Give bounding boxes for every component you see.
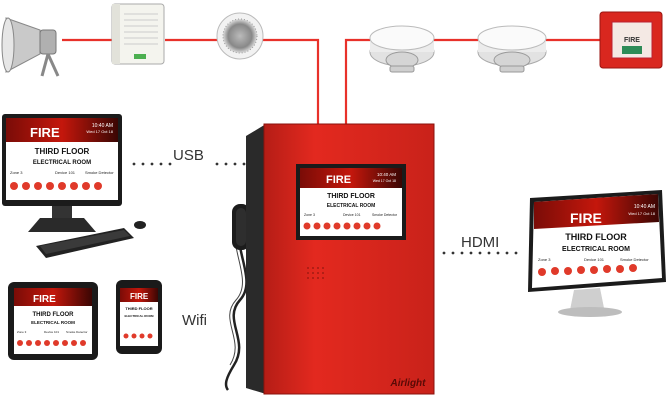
heat-detector-icon (477, 25, 547, 73)
desktop-screen-time: 10:40 AM (92, 123, 113, 129)
hdmi-dots (442, 251, 518, 255)
desktop-screen-date: Wed 17 Oct 18 (86, 129, 113, 134)
monitor-screen-zone: Zone 3 (538, 257, 551, 262)
panel-screen-room: ELECTRICAL ROOM (327, 203, 376, 209)
panel-brand: Airlight (390, 378, 427, 389)
keyboard-icon (36, 228, 134, 258)
monitor-screen-time: 10:40 AM (634, 204, 655, 210)
monitor-screen-detector: Smoke Detector (620, 257, 649, 262)
panel-speaker-grill (307, 267, 324, 279)
wire-ceiling-speaker-to-panel (262, 38, 320, 124)
usb-dots (132, 162, 246, 166)
panel-screen-time: 10:40 AM (377, 172, 396, 177)
tablet-screen-device: Device 101 (44, 330, 59, 334)
phone-screen-alarm: FIRE (130, 292, 149, 301)
wall-monitor-icon: FIRE 10:40 AM Wed 17 Oct 18 THIRD FLOOR … (528, 190, 666, 317)
desktop-screen-alarm: FIRE (30, 125, 60, 140)
ceiling-speaker-icon (216, 12, 264, 60)
desktop-screen-room: ELECTRICAL ROOM (33, 160, 91, 166)
tablet-screen-room: ELECTRICAL ROOM (31, 320, 75, 325)
panel-screen-device: Device 101 (343, 213, 361, 217)
phone-screen-room: ELECTRICAL ROOM (124, 314, 154, 318)
smoke-detector-icon (369, 25, 435, 73)
dotted-connectors (132, 162, 518, 255)
panel-screen-icons (303, 222, 381, 230)
monitor-screen-date: Wed 17 Oct 18 (628, 211, 655, 216)
monitor-screen-room: ELECTRICAL ROOM (562, 246, 630, 253)
tablet-icon: FIRE THIRD FLOOR ELECTRICAL ROOM Zone 3 … (8, 282, 98, 360)
panel-screen: FIRE 10:40 AM Wed 17 Oct 18 THIRD FLOOR … (296, 164, 406, 240)
tablet-screen-alarm: FIRE (33, 294, 56, 305)
monitor-screen-device: Device 101 (584, 257, 605, 262)
tablet-screen-detector: Smoke Detector (66, 330, 88, 334)
desktop-screen-detector: Smoke Detector (85, 170, 114, 175)
wall-speaker-icon (111, 3, 165, 65)
panel-screen-date: Wed 17 Oct 18 (373, 179, 396, 183)
wire-panel-to-smoke-detector (344, 38, 372, 124)
panel-screen-zone: Zone 3 (304, 213, 315, 217)
mouse-icon (134, 221, 146, 229)
manual-call-point-icon: FIRE (599, 11, 663, 69)
panel-screen-floor: THIRD FLOOR (327, 193, 375, 200)
tablet-screen-zone: Zone 3 (17, 330, 27, 334)
monitor-screen-alarm: FIRE (570, 210, 602, 226)
phone-screen-floor: THIRD FLOOR (125, 306, 152, 311)
desktop-monitor-icon: FIRE 10:40 AM Wed 17 Oct 18 THIRD FLOOR … (2, 114, 122, 232)
panel-screen-detector: Smoke Detector (372, 213, 398, 217)
hdmi-label: HDMI (461, 234, 499, 251)
desktop-screen-floor: THIRD FLOOR (35, 147, 90, 156)
usb-label: USB (173, 147, 204, 164)
tablet-screen-floor: THIRD FLOOR (33, 312, 75, 318)
monitor-screen-floor: THIRD FLOOR (565, 232, 627, 242)
svg-text:FIRE: FIRE (624, 37, 640, 44)
desktop-screen-zone: Zone 3 (10, 170, 23, 175)
wifi-label: Wifi (182, 312, 207, 329)
wiring (62, 38, 600, 124)
panel-screen-alarm: FIRE (326, 174, 351, 186)
desktop-screen-device: Device 101 (55, 170, 76, 175)
phone-icon: FIRE THIRD FLOOR ELECTRICAL ROOM (116, 280, 162, 354)
speaker-horn-icon (1, 17, 60, 77)
